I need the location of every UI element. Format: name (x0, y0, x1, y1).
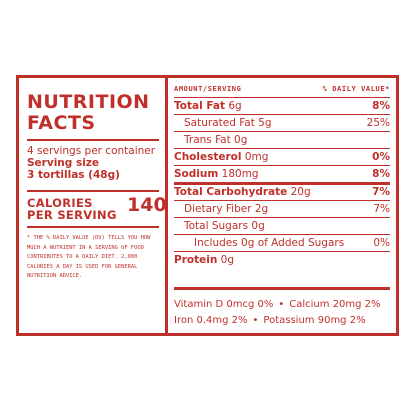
nutrient-name: Total Carbohydrate 20g (174, 186, 311, 198)
nutrient-name: Saturated Fat 5g (174, 117, 272, 129)
nutrient-label: Sodium (174, 168, 219, 180)
calories-value: 140 (127, 194, 167, 216)
nutrient-name: Protein 0g (174, 254, 234, 266)
daily-value-footnote: * The % Daily Value (DV) tells you how m… (27, 235, 151, 279)
title-divider (27, 139, 159, 141)
nutrient-row: Dietary Fiber 2g 7% (174, 200, 390, 217)
nutrient-daily-value: 8% (372, 100, 390, 112)
nutrient-daily-value: 0% (373, 237, 390, 249)
nutrient-label: Cholesterol (174, 151, 242, 163)
calories-divider (27, 226, 159, 228)
mineral-iron: Iron 0.4mg 2% (174, 315, 248, 326)
servings-divider (27, 190, 159, 192)
nutrient-amount: 6g (225, 100, 242, 112)
nutrient-amount: 0g (217, 254, 234, 266)
mineral-calcium: Calcium 20mg 2% (289, 299, 381, 310)
servings-info: 4 servings per container Serving size 3 … (27, 145, 165, 181)
label-right-panel: AMOUNT/SERVING % DAILY VALUE* Total Fat … (168, 78, 396, 333)
nutrient-row: Cholesterol 0mg 0% (174, 148, 390, 165)
nutrient-name: Includes 0g of Added Sugars (174, 237, 344, 249)
nutrient-row: Trans Fat 0g (174, 131, 390, 148)
minerals-line-2: Iron 0.4mg 2%•Potassium 90mg 2% (174, 315, 366, 326)
nutrient-label: Total Fat (174, 100, 226, 112)
nutrient-daily-value: 25% (366, 117, 390, 129)
title-line-1: NUTRITION (27, 91, 150, 113)
nutrient-name: Cholesterol 0mg (174, 151, 268, 163)
nutrient-row: Sodium 180mg 8% (174, 165, 390, 182)
serving-size-value: 3 tortillas (48g) (27, 169, 120, 181)
column-header: AMOUNT/SERVING % DAILY VALUE* (174, 85, 390, 93)
serving-size-label: Serving size (27, 157, 100, 169)
nutrition-label: NUTRITION FACTS 4 servings per container… (16, 75, 399, 336)
nutrient-daily-value: 7% (372, 186, 390, 198)
label-title: NUTRITION FACTS (27, 92, 162, 134)
calories-label-line-2: PER SERVING (27, 208, 117, 222)
nutrient-label: Saturated Fat (184, 117, 255, 129)
nutrient-label: Total Sugars (184, 220, 249, 232)
mineral-vitamin-d: Vitamin D 0mcg 0% (174, 299, 274, 310)
nutrient-daily-value: 0% (372, 151, 390, 163)
calories-label: CALORIES PER SERVING (27, 197, 117, 221)
nutrient-label: Trans Fat (184, 134, 231, 146)
nutrient-row: Total Carbohydrate 20g 7% (174, 182, 390, 199)
nutrient-amount: 180mg (218, 168, 259, 180)
nutrient-row: Includes 0g of Added Sugars 0% (174, 234, 390, 251)
minerals-divider (174, 287, 390, 290)
daily-value-header: % DAILY VALUE* (322, 85, 390, 93)
nutrient-row: Total Fat 6g 8% (174, 97, 390, 114)
nutrient-amount: 0g (230, 134, 248, 146)
nutrient-label: Protein (174, 254, 218, 266)
nutrient-label: Includes 0g of Added Sugars (194, 237, 345, 249)
nutrient-row: Saturated Fat 5g 25% (174, 114, 390, 131)
nutrient-label: Dietary Fiber (184, 203, 252, 215)
label-left-panel: NUTRITION FACTS 4 servings per container… (19, 78, 168, 333)
nutrient-row: Protein 0g (174, 251, 390, 268)
servings-per-container: 4 servings per container (27, 145, 156, 157)
nutrient-amount: 2g (251, 203, 269, 215)
mineral-potassium: Potassium 90mg 2% (263, 315, 366, 326)
nutrient-daily-value: 8% (372, 168, 390, 180)
nutrient-name: Total Sugars 0g (174, 220, 265, 232)
nutrient-amount: 0mg (241, 151, 269, 163)
nutrient-label: Total Carbohydrate (174, 186, 288, 198)
nutrient-name: Dietary Fiber 2g (174, 203, 268, 215)
nutrient-amount: 5g (254, 117, 272, 129)
title-line-2: FACTS (27, 112, 96, 134)
nutrient-name: Trans Fat 0g (174, 134, 247, 146)
nutrient-name: Total Fat 6g (174, 100, 242, 112)
nutrient-amount: 0g (248, 220, 265, 232)
calories-label-line-1: CALORIES (27, 196, 93, 210)
nutrient-amount: 20g (287, 186, 311, 198)
nutrient-row: Total Sugars 0g (174, 217, 390, 234)
nutrient-name: Sodium 180mg (174, 168, 259, 180)
amount-serving-header: AMOUNT/SERVING (174, 85, 242, 93)
minerals-line-1: Vitamin D 0mcg 0%•Calcium 20mg 2% (174, 299, 381, 310)
nutrient-daily-value: 7% (373, 203, 390, 215)
